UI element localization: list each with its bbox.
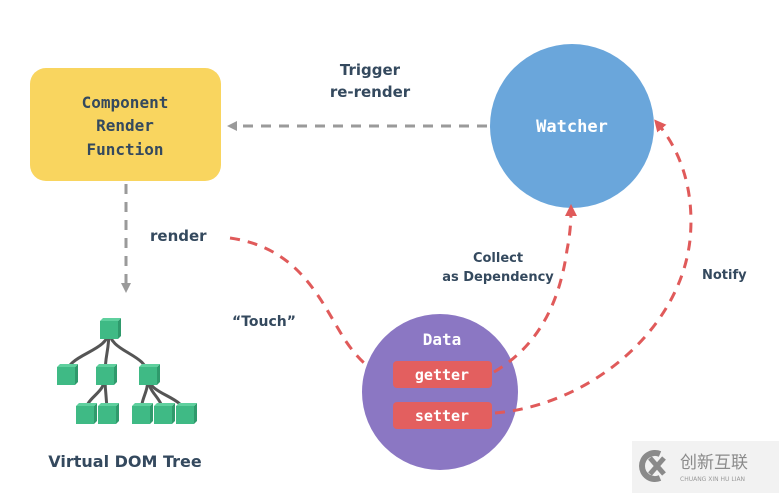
tree-node-cube-top xyxy=(154,403,175,406)
tree-node-cube-top xyxy=(176,403,197,406)
tree-node-cube-top xyxy=(98,403,119,406)
touch-edge: “Touch” xyxy=(229,236,391,379)
notify-edge: Notify xyxy=(494,119,747,415)
render-function-label-line3: Function xyxy=(86,140,163,159)
watermark-title: 创新互联 xyxy=(680,453,748,473)
tree-node-cube-top xyxy=(132,403,153,406)
tree-node-cube-side xyxy=(116,403,119,424)
watcher-label: Watcher xyxy=(536,117,608,137)
tree-node-cube xyxy=(57,367,75,385)
trigger-label-line2: re-render xyxy=(330,83,411,101)
tree-node-cube-side xyxy=(114,364,117,385)
collect-label-line2: as Dependency xyxy=(442,270,554,285)
tree-node-cube xyxy=(139,367,157,385)
vdom-tree-icon xyxy=(57,318,197,424)
setter-label: setter xyxy=(415,407,469,425)
watermark-subtitle: CHUANG XIN HU LIAN xyxy=(680,476,745,483)
watcher-circle xyxy=(490,44,654,208)
touch-arrow xyxy=(229,236,391,379)
render-function-node: Component Render Function xyxy=(30,68,221,181)
watermark: 创新互联 CHUANG XIN HU LIAN xyxy=(632,441,779,493)
getter-label: getter xyxy=(415,366,469,384)
tree-node-cube-side xyxy=(118,318,121,339)
cx-logo-icon: 创新互联 CHUANG XIN HU LIAN xyxy=(639,450,748,483)
notify-label: Notify xyxy=(702,268,747,283)
tree-node-cube xyxy=(76,406,94,424)
notify-arrow xyxy=(494,119,693,415)
tree-node-cube xyxy=(154,406,172,424)
vdom-label: Virtual DOM Tree xyxy=(48,452,202,471)
tree-node-cube-side xyxy=(94,403,97,424)
trigger-rerender-edge: Trigger re-render xyxy=(227,61,487,131)
tree-node-cube-top xyxy=(57,364,78,367)
collect-label-line1: Collect xyxy=(473,251,523,266)
tree-node-cube-top xyxy=(139,364,160,367)
data-label: Data xyxy=(423,330,462,349)
tree-node-cube xyxy=(98,406,116,424)
tree-node-cube xyxy=(176,406,194,424)
tree-node-cube-top xyxy=(100,318,121,321)
render-function-box xyxy=(30,68,221,181)
tree-node-cube-side xyxy=(75,364,78,385)
tree-node-cube xyxy=(96,367,114,385)
collect-arrow xyxy=(493,204,577,374)
tree-node-cube-side xyxy=(172,403,175,424)
touch-label: “Touch” xyxy=(232,314,296,330)
render-edge: render xyxy=(121,184,207,293)
tree-node-cube-side xyxy=(157,364,160,385)
collect-dependency-edge: Collect as Dependency xyxy=(442,204,577,374)
setter-box xyxy=(393,402,492,429)
tree-node-cube-side xyxy=(150,403,153,424)
trigger-label-line1: Trigger xyxy=(340,61,401,79)
tree-node-cube xyxy=(100,321,118,339)
tree-node-cube-side xyxy=(194,403,197,424)
data-circle xyxy=(362,314,518,470)
render-function-label-line1: Component xyxy=(82,93,169,112)
tree-node-cube xyxy=(132,406,150,424)
data-node: Data getter setter xyxy=(362,314,518,470)
tree-node-cube-top xyxy=(96,364,117,367)
tree-node-cube-top xyxy=(76,403,97,406)
getter-box xyxy=(393,361,492,388)
render-function-label-line2: Render xyxy=(96,116,154,135)
watcher-node: Watcher xyxy=(490,44,654,208)
render-label: render xyxy=(150,227,207,245)
